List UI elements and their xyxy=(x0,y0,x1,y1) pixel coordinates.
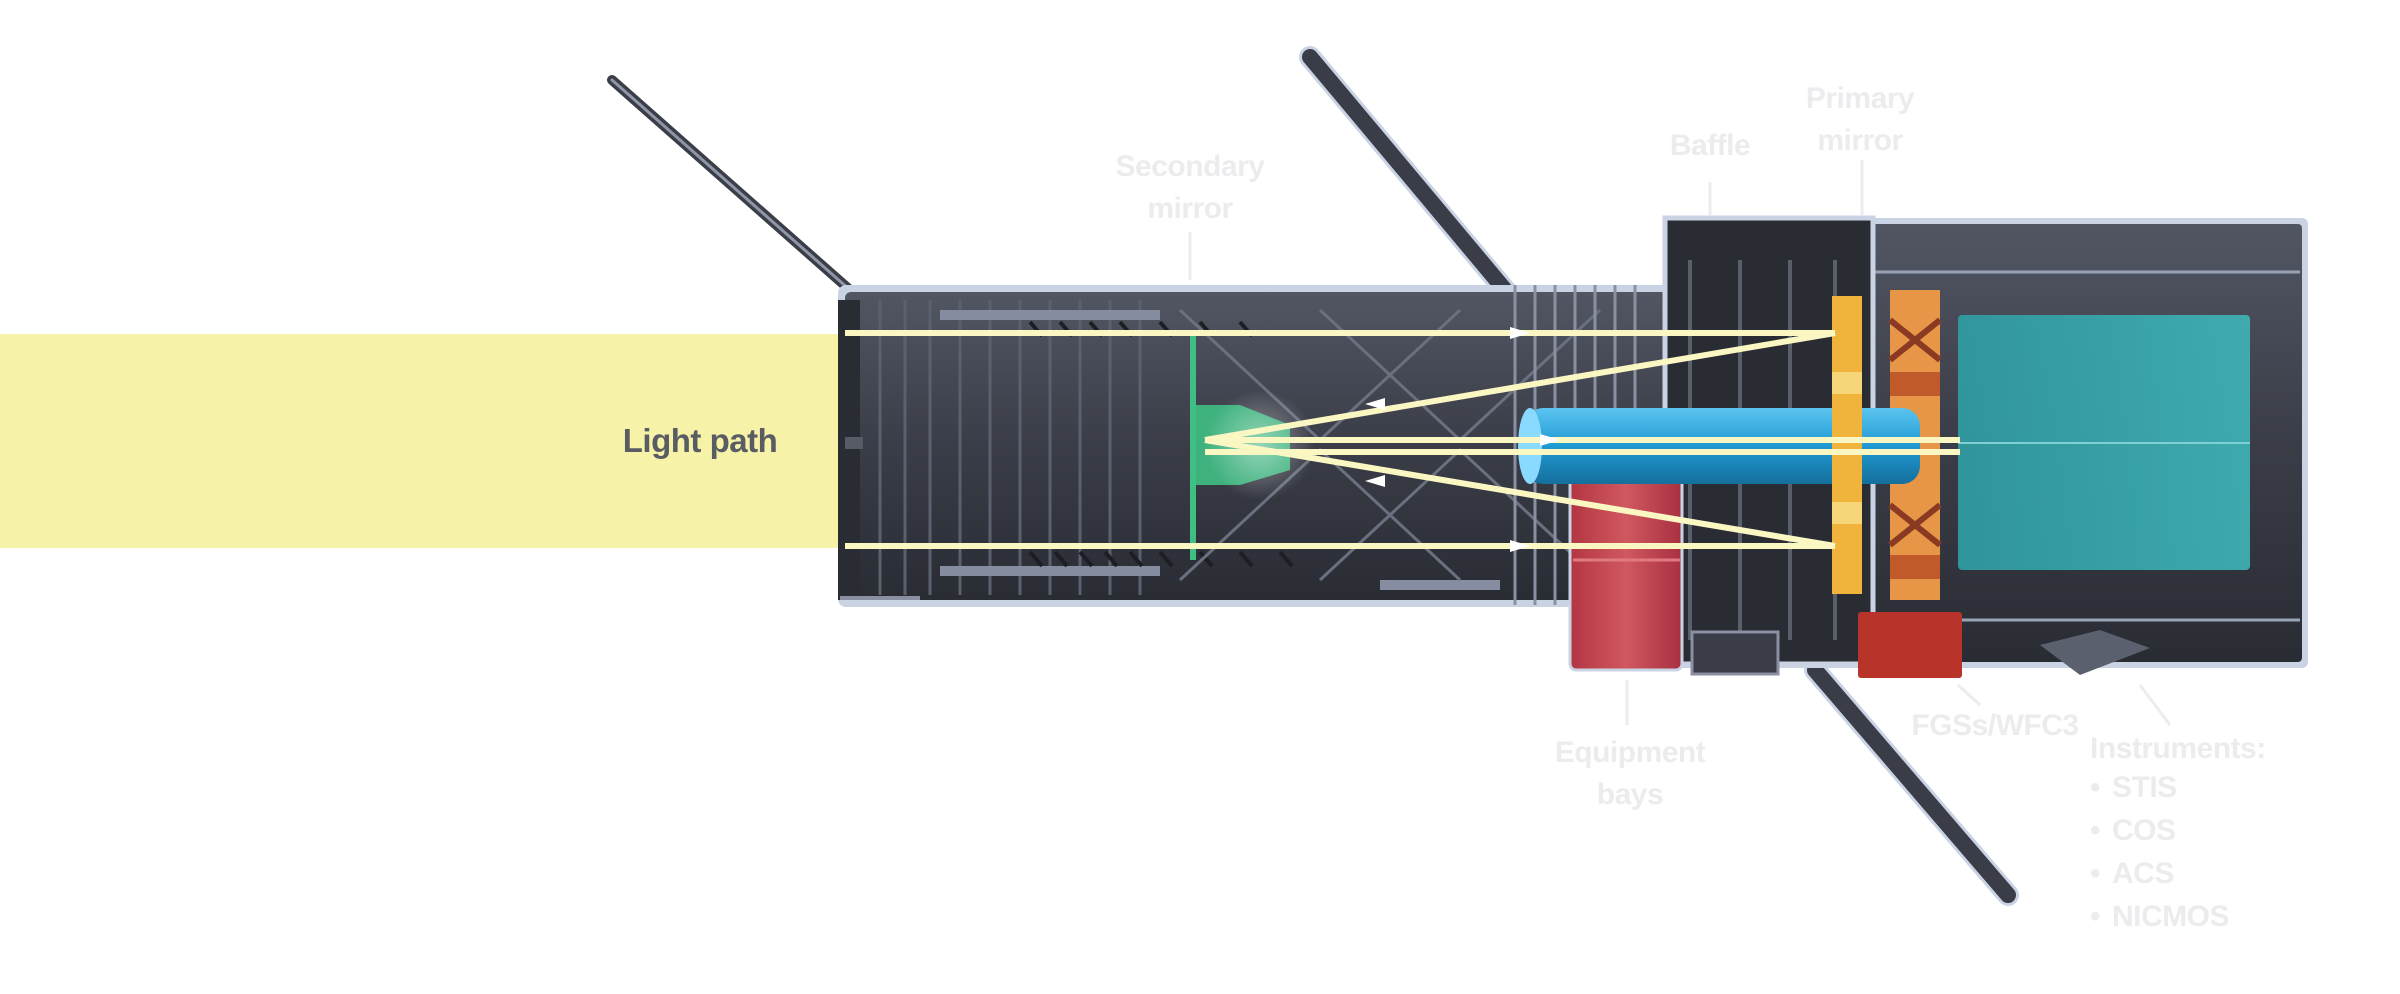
instruments-title: Instruments: xyxy=(2090,732,2266,765)
primary-mirror xyxy=(1832,296,1862,594)
equipment-bays-label-line2: bays xyxy=(1596,778,1664,811)
bullet: • xyxy=(2090,857,2101,890)
instrument-name: ACS xyxy=(2112,857,2174,890)
bullet: • xyxy=(2090,771,2101,804)
instrument-item: • STIS xyxy=(2090,766,2266,809)
secondary-mirror-label: Secondary mirror xyxy=(1090,146,1290,230)
instrument-item: • NICMOS xyxy=(2090,895,2266,938)
solar-boom-upper xyxy=(1299,46,1516,301)
baffle-label: Baffle xyxy=(1669,129,1751,162)
light-path-label: Light path xyxy=(622,422,778,459)
light-rays xyxy=(845,330,1960,549)
equipment-bay-door xyxy=(1690,630,1780,676)
bullet: • xyxy=(2090,900,2101,933)
equipment-bays-label: Equipment bays xyxy=(1535,732,1725,816)
secondary-mirror-label-line2: mirror xyxy=(1147,192,1233,225)
fgs-wfc3-box xyxy=(1858,612,1962,678)
bullet: • xyxy=(2090,814,2101,847)
fgs-wfc3-label: FGSs/WFC3 xyxy=(1911,709,2079,742)
equipment-bays-label-line1: Equipment xyxy=(1554,736,1706,769)
instrument-name: STIS xyxy=(2112,771,2177,804)
equipment-bays-block xyxy=(1568,453,1684,672)
primary-mirror-label-line2: mirror xyxy=(1817,124,1903,157)
light-beam xyxy=(0,334,845,548)
rear-fin xyxy=(2040,630,2150,675)
instrument-name: COS xyxy=(2112,814,2176,847)
instrument-item: • COS xyxy=(2090,809,2266,852)
antenna-boom-upper-left xyxy=(607,75,855,295)
primary-mirror-label: Primary mirror xyxy=(1770,78,1950,162)
solar-boom-lower xyxy=(1804,659,2019,906)
instruments-list: Instruments: • STIS • COS • ACS • NICMOS xyxy=(2090,732,2266,938)
focal-plane-tube xyxy=(1525,408,1920,484)
leader-lines xyxy=(1188,160,2172,726)
instrument-item: • ACS xyxy=(2090,852,2266,895)
secondary-mirror-label-line1: Secondary xyxy=(1115,150,1265,183)
ray-arrows xyxy=(1365,327,1560,552)
instrument-name: NICMOS xyxy=(2112,900,2230,933)
primary-mirror-label-line1: Primary xyxy=(1805,82,1915,115)
